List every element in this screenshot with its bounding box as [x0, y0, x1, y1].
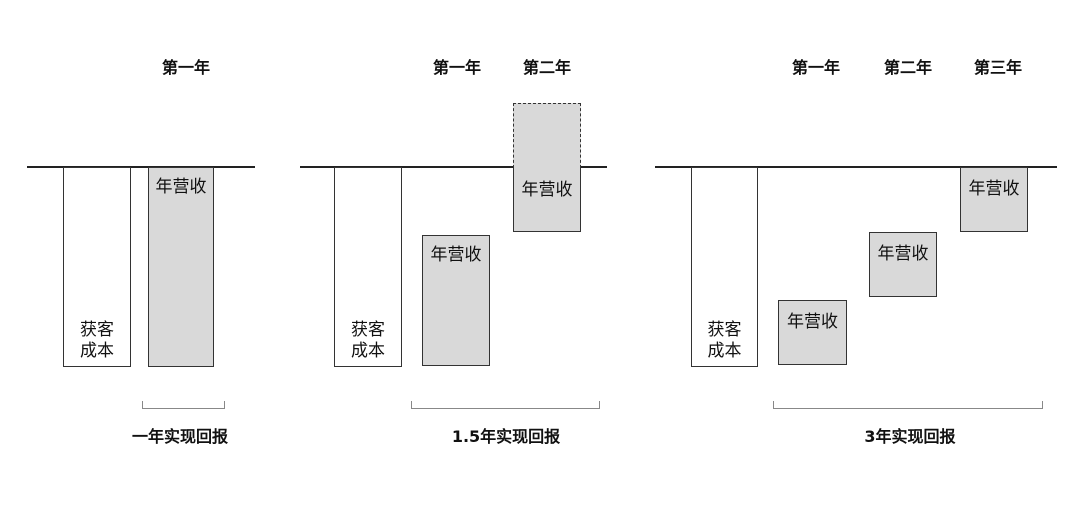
revenue-label: 年营收: [787, 312, 838, 332]
revenue-label: 年营收: [877, 244, 929, 264]
year-1-header: 第一年: [791, 58, 840, 77]
revenue-box-year-1: 年营收: [778, 300, 847, 365]
acquisition-cost-label: 获客 成本: [351, 320, 385, 361]
baseline: [300, 166, 607, 168]
year-1-header: 第一年: [161, 58, 210, 77]
acquisition-cost-box: 获客 成本: [334, 167, 402, 367]
year-2-header: 第二年: [522, 58, 571, 77]
revenue-box-year-1: 年营收: [422, 235, 490, 366]
year-2-header: 第二年: [883, 58, 932, 77]
acquisition-cost-box: 获客 成本: [691, 167, 758, 367]
revenue-label: 年营收: [430, 245, 482, 265]
year-3-header: 第三年: [973, 58, 1022, 77]
revenue-label: 年营收: [155, 177, 207, 197]
payback-caption: 1.5年实现回报: [451, 427, 561, 446]
payback-bracket: [411, 401, 600, 409]
acquisition-cost-label: 获客 成本: [707, 320, 742, 361]
baseline: [27, 166, 255, 168]
payback-caption: 3年实现回报: [864, 427, 956, 446]
revenue-box-year-3: 年营收: [960, 167, 1028, 232]
acquisition-cost-box: 获客 成本: [63, 167, 131, 367]
payback-caption: 一年实现回报: [131, 427, 228, 446]
payback-bracket: [142, 401, 225, 409]
revenue-box-year-2: 年营收: [869, 232, 937, 297]
baseline: [655, 166, 1057, 168]
year-1-header: 第一年: [432, 58, 481, 77]
revenue-label: 年营收: [521, 180, 573, 200]
revenue-box-year-1: 年营收: [148, 167, 214, 367]
revenue-box-year-2: 年营收: [513, 167, 581, 232]
acquisition-cost-label: 获客 成本: [80, 320, 114, 361]
revenue-label: 年营收: [968, 179, 1020, 199]
revenue-box-year-2-above-line: [513, 103, 581, 168]
payback-bracket: [773, 401, 1043, 409]
